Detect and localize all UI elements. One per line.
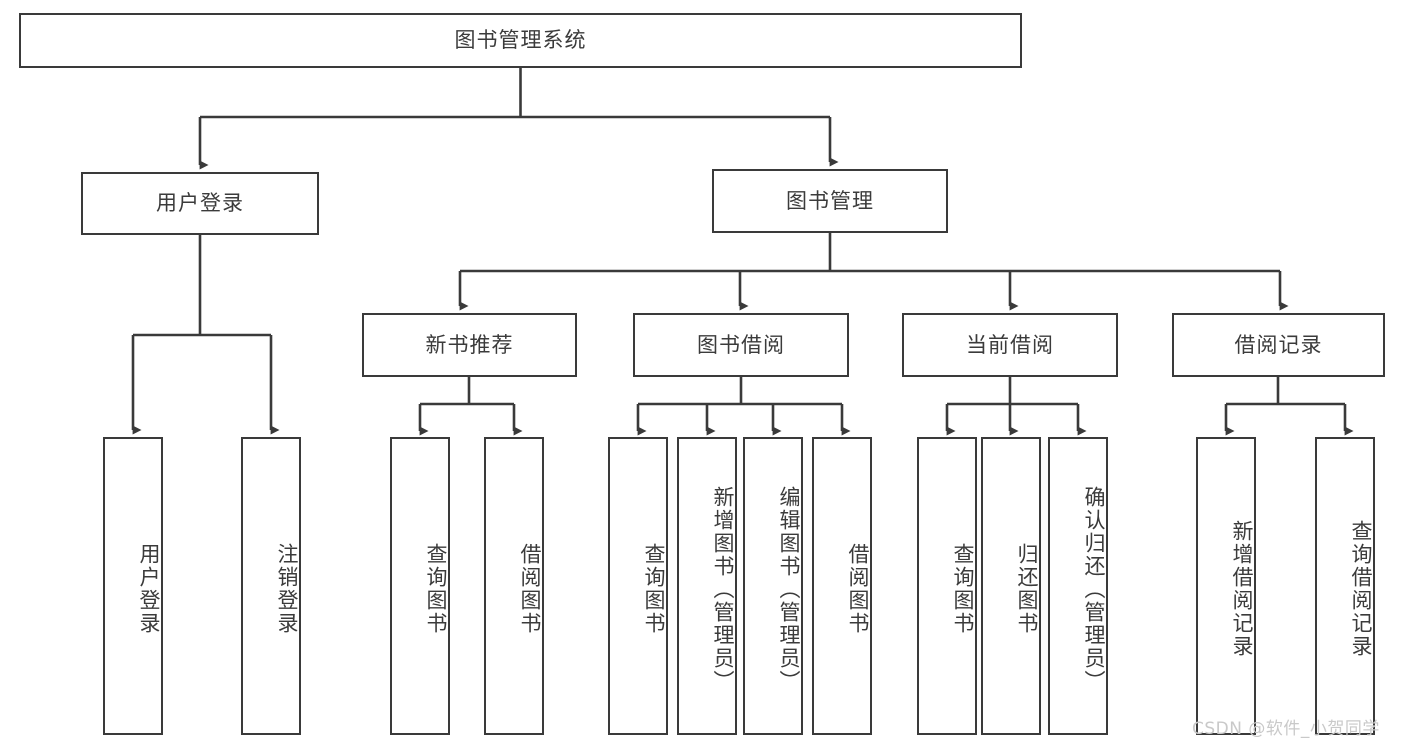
node-new-book-recommend-label: 新书推荐 (425, 332, 514, 357)
leaf-borrow-book-2-label: 借阅图书 (846, 543, 870, 635)
node-user-login[interactable]: 用户登录 (81, 172, 319, 235)
node-new-book-recommend[interactable]: 新书推荐 (362, 313, 577, 377)
leaf-query-book-2[interactable]: 查询图书 (608, 437, 668, 735)
leaf-confirm-return[interactable]: 确认归还（管理员） (1048, 437, 1108, 735)
leaf-query-book-1-label: 查询图书 (424, 543, 448, 635)
node-user-login-label: 用户登录 (156, 191, 244, 216)
leaf-user-login[interactable]: 用户登录 (103, 437, 163, 735)
leaf-user-login-label: 用户登录 (137, 543, 161, 635)
leaf-borrow-book-1[interactable]: 借阅图书 (484, 437, 544, 735)
leaf-add-book[interactable]: 新增图书（管理员） (677, 437, 737, 735)
leaf-add-book-label: 新增图书（管理员） (711, 485, 735, 693)
leaf-return-book[interactable]: 归还图书 (981, 437, 1041, 735)
leaf-return-book-label: 归还图书 (1015, 543, 1039, 635)
leaf-confirm-return-label: 确认归还（管理员） (1082, 485, 1106, 693)
node-book-manage-label: 图书管理 (786, 188, 874, 213)
leaf-add-record[interactable]: 新增借阅记录 (1196, 437, 1256, 735)
node-root-label: 图书管理系统 (454, 28, 587, 53)
leaf-logout-label: 注销登录 (275, 543, 299, 635)
leaf-logout[interactable]: 注销登录 (241, 437, 301, 735)
node-current-borrow[interactable]: 当前借阅 (902, 313, 1118, 377)
node-borrow-record[interactable]: 借阅记录 (1172, 313, 1385, 377)
leaf-borrow-book-2[interactable]: 借阅图书 (812, 437, 872, 735)
node-book-borrow[interactable]: 图书借阅 (633, 313, 849, 377)
leaf-add-record-label: 新增借阅记录 (1230, 520, 1254, 658)
leaf-query-book-2-label: 查询图书 (642, 543, 666, 635)
node-current-borrow-label: 当前借阅 (966, 332, 1054, 357)
leaf-borrow-book-1-label: 借阅图书 (518, 543, 542, 635)
node-borrow-record-label: 借阅记录 (1234, 332, 1323, 357)
node-book-manage[interactable]: 图书管理 (712, 169, 948, 233)
leaf-query-record-label: 查询借阅记录 (1349, 520, 1373, 658)
csdn-watermark: CSDN @软件_小贺同学 (1192, 719, 1380, 739)
node-book-borrow-label: 图书借阅 (697, 332, 785, 357)
leaf-query-book-1[interactable]: 查询图书 (390, 437, 450, 735)
leaf-query-book-3-label: 查询图书 (951, 543, 975, 635)
leaf-edit-book[interactable]: 编辑图书（管理员） (743, 437, 803, 735)
node-root[interactable]: 图书管理系统 (19, 13, 1022, 68)
leaf-query-record[interactable]: 查询借阅记录 (1315, 437, 1375, 735)
leaf-edit-book-label: 编辑图书（管理员） (777, 485, 801, 693)
leaf-query-book-3[interactable]: 查询图书 (917, 437, 977, 735)
